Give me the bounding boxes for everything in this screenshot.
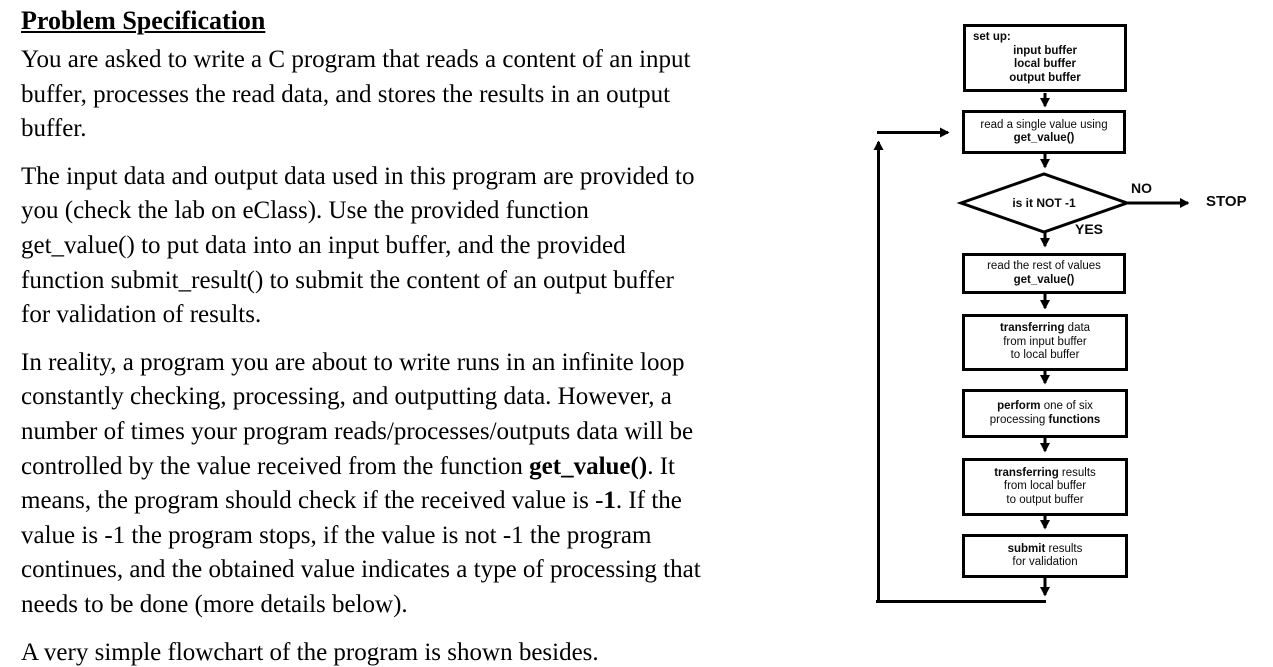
- terminal-label-stop: STOP: [1206, 193, 1247, 210]
- problem-text-column: Problem Specification You are asked to w…: [21, 6, 851, 667]
- paragraph-data-io: The input data and output data used in t…: [21, 162, 695, 329]
- branch-label-no: NO: [1131, 180, 1152, 196]
- paragraph-intro: You are asked to write a C program that …: [21, 46, 691, 143]
- paragraph-flowchart-note: A very simple flowchart of the program i…: [21, 638, 599, 666]
- paragraph-loop-logic: In reality, a program you are about to w…: [21, 348, 701, 618]
- branch-label-yes: YES: [1075, 221, 1104, 237]
- flowchart-node-decision: is it NOT -1: [1012, 196, 1076, 210]
- page-title: Problem Specification: [21, 6, 266, 35]
